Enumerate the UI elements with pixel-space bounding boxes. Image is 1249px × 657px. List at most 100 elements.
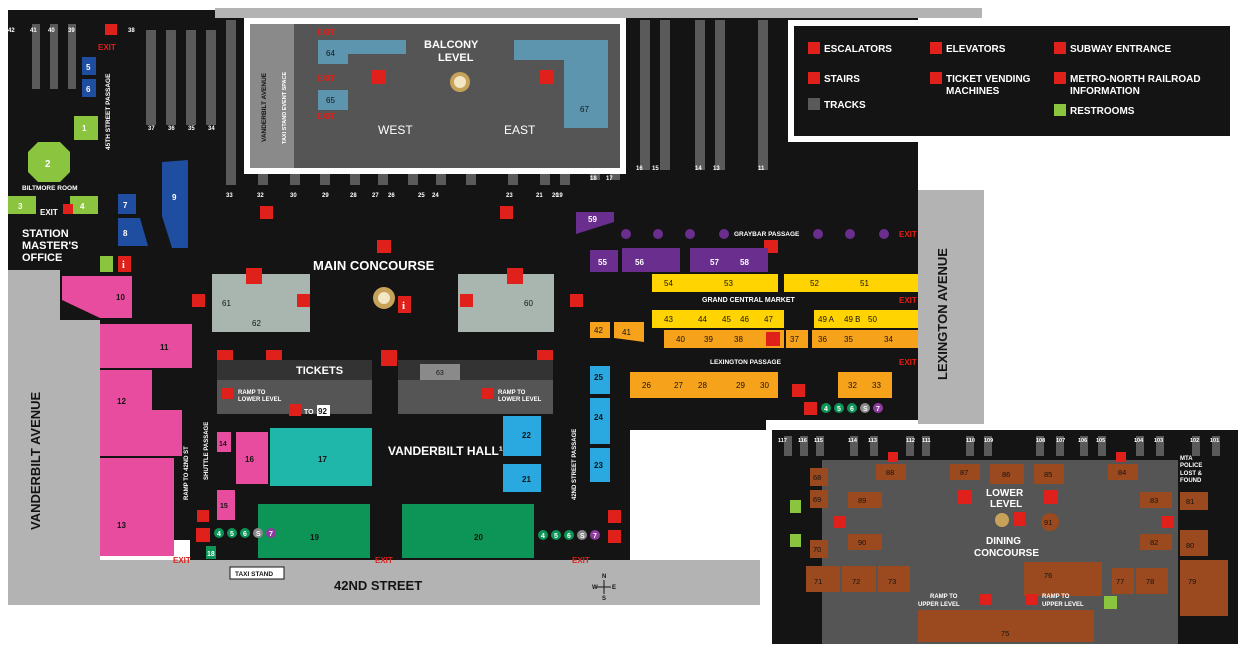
- legend-stairs: STAIRS: [824, 74, 860, 85]
- shop-22[interactable]: [503, 416, 541, 456]
- shop-4[interactable]: [70, 196, 98, 214]
- exit-label[interactable]: EXIT: [899, 358, 917, 367]
- track-label: 107: [1056, 438, 1065, 444]
- station-master-line: STATION: [22, 228, 69, 240]
- exit-label[interactable]: EXIT: [173, 556, 191, 565]
- shop-11[interactable]: [100, 324, 192, 368]
- shop-42[interactable]: [590, 322, 610, 338]
- shop-5[interactable]: [82, 57, 96, 75]
- shop-21[interactable]: [503, 464, 541, 492]
- shop-41[interactable]: [614, 322, 644, 342]
- shop-13[interactable]: [100, 458, 174, 556]
- shop-8[interactable]: [118, 218, 148, 246]
- lexington-avenue-label: LEXINGTON AVENUE: [935, 248, 950, 380]
- shop-row-40-38: [664, 330, 784, 348]
- restroom-icon: [790, 500, 801, 513]
- shop-55[interactable]: [590, 250, 618, 272]
- shuttle-passage-label: SHUTTLE PASSAGE: [204, 422, 210, 480]
- shop-80[interactable]: [1180, 530, 1208, 556]
- shop-78[interactable]: [1136, 568, 1168, 594]
- lost-found-label: LOST &: [1180, 471, 1203, 477]
- shop-87[interactable]: [950, 464, 980, 480]
- unit-label: 6: [86, 85, 91, 94]
- exit-label[interactable]: EXIT: [317, 112, 335, 121]
- shop-24[interactable]: [590, 398, 610, 444]
- shop-7[interactable]: [118, 194, 136, 214]
- shop-90[interactable]: [848, 534, 882, 550]
- exit-label[interactable]: EXIT: [40, 208, 58, 217]
- shop-14[interactable]: [217, 432, 231, 452]
- shop-25[interactable]: [590, 366, 610, 394]
- shop-37[interactable]: [786, 330, 808, 348]
- track-label: 114: [848, 438, 858, 444]
- exit-label[interactable]: EXIT: [317, 74, 335, 83]
- exit-label[interactable]: EXIT: [317, 28, 335, 37]
- exit-label[interactable]: EXIT: [375, 556, 393, 565]
- shop-56[interactable]: [622, 248, 680, 272]
- shop-1[interactable]: [74, 116, 98, 140]
- shop-9[interactable]: [162, 160, 188, 248]
- shop-88[interactable]: [876, 464, 906, 480]
- shop-73[interactable]: [878, 566, 910, 592]
- shop-79[interactable]: [1180, 560, 1228, 616]
- unit-label: 42: [594, 326, 603, 335]
- shop-65[interactable]: [318, 90, 348, 110]
- unit-label: 81: [1186, 497, 1194, 506]
- unit-92-label: 92: [318, 407, 327, 416]
- shop-10[interactable]: [62, 276, 132, 318]
- shop-71[interactable]: [806, 566, 840, 592]
- elevator-icon: [1116, 452, 1126, 462]
- shop-76[interactable]: [1024, 562, 1102, 596]
- exit-label[interactable]: EXIT: [572, 556, 590, 565]
- shop-23[interactable]: [590, 448, 610, 482]
- taxi-stand-label: TAXI STAND: [235, 571, 273, 578]
- unit-label: 72: [852, 577, 860, 586]
- escalator-icon: [834, 516, 846, 528]
- shop-77[interactable]: [1112, 568, 1134, 594]
- unit-label: 20: [474, 533, 483, 542]
- shop-20[interactable]: [402, 504, 534, 558]
- shop-70[interactable]: [810, 540, 828, 558]
- shop-57-58[interactable]: [690, 248, 768, 272]
- shop-86[interactable]: [990, 464, 1024, 484]
- track-label: 112: [906, 438, 915, 444]
- shop-12[interactable]: [100, 370, 182, 456]
- shop-68[interactable]: [810, 468, 828, 486]
- shop-16[interactable]: [236, 432, 268, 484]
- shop-67[interactable]: [564, 40, 608, 128]
- shop-19[interactable]: [258, 504, 370, 558]
- shop-6[interactable]: [82, 79, 96, 97]
- shop-75[interactable]: [918, 610, 1094, 642]
- subway-line-7: 7: [593, 533, 597, 540]
- exit-label[interactable]: EXIT: [899, 230, 917, 239]
- shop-81[interactable]: [1180, 492, 1208, 510]
- track-label: 117: [778, 438, 787, 444]
- unit-label: 71: [814, 577, 822, 586]
- biltmore-room-2[interactable]: [28, 142, 70, 182]
- dining-concourse-label: DINING: [986, 536, 1021, 547]
- shop-3[interactable]: [8, 196, 36, 214]
- unit-label: 36: [818, 335, 827, 344]
- exit-label[interactable]: EXIT: [899, 296, 917, 305]
- shop-82[interactable]: [1140, 534, 1172, 550]
- legend-subway: SUBWAY ENTRANCE: [1070, 44, 1171, 55]
- shop-85[interactable]: [1034, 464, 1064, 484]
- unit-label: 80: [1186, 541, 1194, 550]
- shop-83[interactable]: [1140, 492, 1172, 508]
- shop-17[interactable]: [270, 428, 372, 486]
- shop-89[interactable]: [848, 492, 882, 508]
- shop-15[interactable]: [217, 490, 235, 520]
- shop-84[interactable]: [1108, 464, 1138, 480]
- shop-59[interactable]: [576, 212, 614, 234]
- shop-63[interactable]: [420, 364, 460, 380]
- shop-18[interactable]: [206, 546, 216, 559]
- shop-72[interactable]: [842, 566, 876, 592]
- restroom-icon: [1054, 104, 1066, 116]
- lexington-passage-label: LEXINGTON PASSAGE: [710, 359, 782, 366]
- shop-69[interactable]: [810, 490, 828, 508]
- unit-label: 8: [123, 229, 128, 238]
- shop-91[interactable]: [1041, 513, 1059, 531]
- shop-64[interactable]: [318, 40, 348, 64]
- track-label: 25: [418, 193, 425, 199]
- exit-label[interactable]: EXIT: [98, 43, 116, 52]
